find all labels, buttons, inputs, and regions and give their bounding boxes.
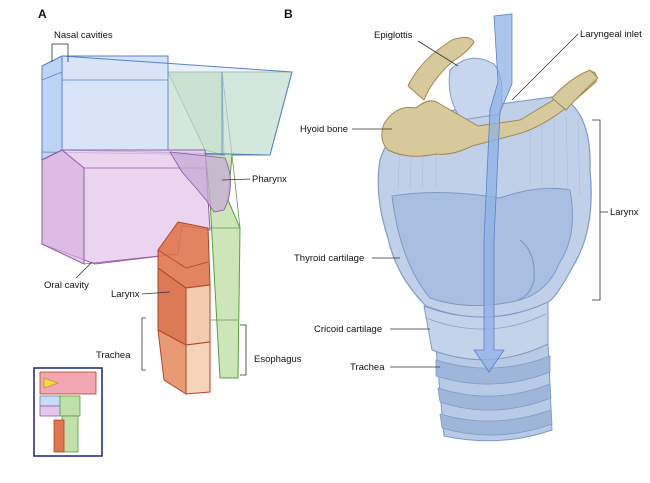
label-epiglottis: Epiglottis — [374, 30, 413, 41]
label-nasal-cavities: Nasal cavities — [54, 30, 113, 41]
panel-b-letter: B — [284, 7, 293, 21]
hyoid-greater-horn-right — [551, 69, 599, 111]
label-larynx-a: Larynx — [111, 289, 140, 300]
label-hyoid-bone: Hyoid bone — [300, 124, 348, 135]
leader-larynx-a — [141, 291, 171, 295]
trachea-region — [157, 329, 211, 395]
label-laryngeal-inlet: Laryngeal inlet — [580, 29, 642, 40]
panel-a-letter: A — [38, 7, 47, 21]
label-larynx-b: Larynx — [610, 207, 639, 218]
nasal-cavity-region — [41, 55, 293, 161]
leader-oral-cavity — [75, 261, 93, 279]
leader-laryngeal-inlet — [511, 33, 579, 101]
panel-b-larynx-illustration — [377, 13, 599, 442]
leader-pharynx — [221, 178, 251, 181]
label-trachea-a: Trachea — [96, 350, 131, 361]
label-cricoid-cartilage: Cricoid cartilage — [314, 324, 382, 335]
label-pharynx: Pharynx — [252, 174, 287, 185]
leader-larynx-b — [592, 119, 601, 301]
soft-palate-shape — [169, 151, 231, 213]
panel-a-schematic — [41, 55, 293, 395]
label-trachea-b: Trachea — [350, 362, 385, 373]
airflow-arrow-icon — [473, 13, 513, 373]
leader-trachea-a — [141, 317, 146, 371]
leader-epiglottis — [417, 40, 459, 67]
leader-esophagus — [240, 324, 247, 376]
trachea-rings — [435, 341, 553, 442]
label-thyroid-cartilage: Thyroid cartilage — [294, 253, 364, 264]
hyoid-bone-shape — [381, 71, 597, 157]
larynx-region — [157, 221, 211, 346]
hyoid-greater-horn-left — [407, 36, 475, 101]
orientation-inset — [33, 367, 103, 457]
yellow-pointer-icon — [43, 377, 59, 389]
label-esophagus: Esophagus — [254, 354, 302, 365]
label-oral-cavity: Oral cavity — [44, 280, 89, 291]
